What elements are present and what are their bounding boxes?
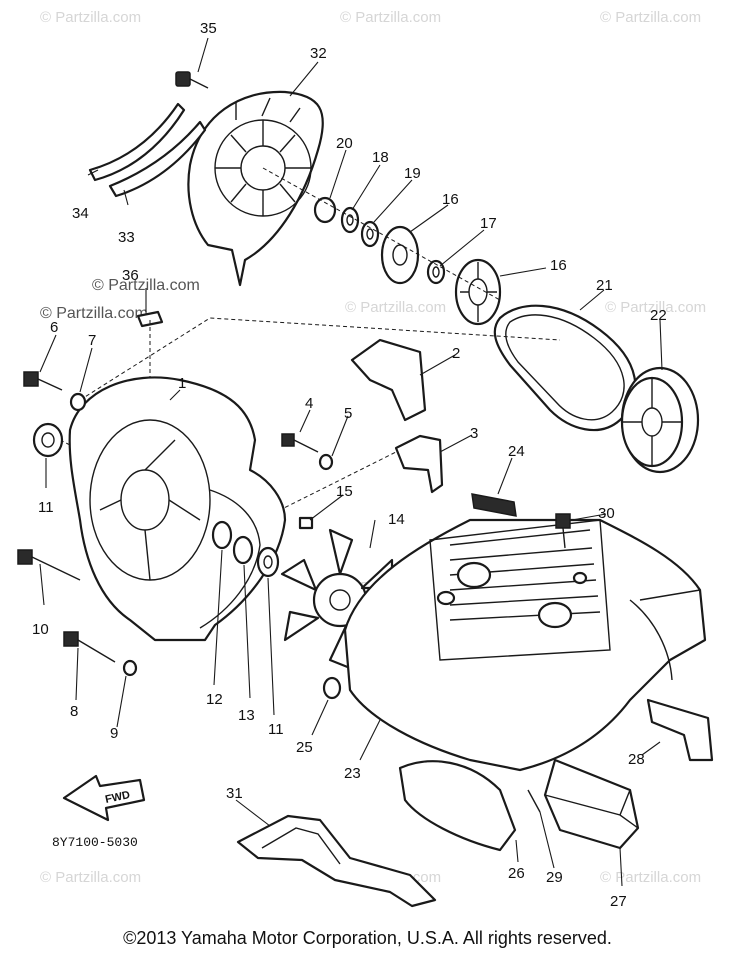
callout-4: 4 bbox=[305, 395, 313, 412]
callout-15: 15 bbox=[336, 483, 353, 500]
callout-10: 10 bbox=[32, 621, 49, 638]
part-2-bracket bbox=[350, 338, 427, 422]
part-7-washer bbox=[69, 392, 87, 412]
part-32-outer-cover bbox=[187, 90, 324, 287]
part-20-collar bbox=[313, 196, 337, 224]
part-28-bracket bbox=[646, 698, 714, 762]
callout-20: 20 bbox=[336, 135, 353, 152]
watermark: © Partzilla.com bbox=[605, 299, 706, 316]
part-36-clip bbox=[136, 310, 164, 328]
part-9-washer bbox=[122, 659, 138, 677]
watermark: © Partzilla.com bbox=[345, 299, 446, 316]
callout-14: 14 bbox=[388, 511, 405, 528]
watermark: © Partzilla.com bbox=[40, 9, 141, 26]
callout-22: 22 bbox=[650, 307, 667, 324]
callout-34: 34 bbox=[72, 205, 89, 222]
part-17-washer bbox=[426, 259, 446, 285]
callout-16: 16 bbox=[550, 257, 567, 274]
callout-11: 11 bbox=[38, 499, 54, 516]
watermark: © Partzilla.com bbox=[40, 305, 148, 322]
part-27-cover bbox=[543, 758, 640, 850]
watermark: © Partzilla.com bbox=[340, 9, 441, 26]
fwd-arrow-icon: FWD bbox=[62, 774, 146, 822]
callout-1: 1 bbox=[178, 375, 186, 392]
callout-2: 2 bbox=[452, 345, 460, 362]
part-21-belt bbox=[493, 304, 637, 432]
callout-33: 33 bbox=[118, 229, 135, 246]
part-5-washer bbox=[318, 453, 334, 471]
callout-9: 9 bbox=[110, 725, 118, 742]
callout-30: 30 bbox=[598, 505, 615, 522]
callout-27: 27 bbox=[610, 893, 627, 910]
callout-19: 19 bbox=[404, 165, 421, 182]
part-13-ring bbox=[232, 535, 254, 565]
callout-35: 35 bbox=[200, 20, 217, 37]
callout-21: 21 bbox=[596, 277, 613, 294]
callout-13: 13 bbox=[238, 707, 255, 724]
part-1-housing bbox=[68, 376, 287, 642]
part-8-bolt bbox=[63, 631, 116, 663]
part-15-nut bbox=[298, 516, 314, 530]
watermark: © Partzilla.com bbox=[92, 277, 200, 294]
part-24-label bbox=[471, 493, 517, 517]
callout-17: 17 bbox=[480, 215, 497, 232]
callout-3: 3 bbox=[470, 425, 478, 442]
part-31-plate bbox=[236, 814, 437, 908]
svg-text:FWD: FWD bbox=[104, 789, 131, 806]
part-11-seal bbox=[256, 546, 280, 578]
callout-31: 31 bbox=[226, 785, 243, 802]
callout-29: 29 bbox=[546, 869, 563, 886]
watermark: © Partzilla.com bbox=[40, 869, 141, 886]
part-22-pulley bbox=[620, 366, 700, 474]
callout-16: 16 bbox=[442, 191, 459, 208]
callout-6: 6 bbox=[50, 319, 58, 336]
part-19-washer bbox=[360, 220, 380, 248]
part-25-grommet bbox=[322, 676, 342, 700]
part-3-bracket bbox=[394, 434, 444, 494]
callout-28: 28 bbox=[628, 751, 645, 768]
callout-23: 23 bbox=[344, 765, 361, 782]
callout-11: 11 bbox=[268, 721, 284, 738]
callout-5: 5 bbox=[344, 405, 352, 422]
watermark: © Partzilla.com bbox=[600, 869, 701, 886]
callout-25: 25 bbox=[296, 739, 313, 756]
callout-12: 12 bbox=[206, 691, 223, 708]
part-33-strip bbox=[108, 120, 207, 198]
part-11-seal bbox=[32, 422, 64, 458]
callout-36: 36 bbox=[122, 267, 139, 284]
part-23-shroud bbox=[343, 518, 707, 772]
callout-24: 24 bbox=[508, 443, 525, 460]
watermark: © Partzilla.com bbox=[600, 9, 701, 26]
part-29-pin bbox=[527, 789, 541, 813]
callout-26: 26 bbox=[508, 865, 525, 882]
callout-8: 8 bbox=[70, 703, 78, 720]
part-4-bolt bbox=[281, 433, 319, 453]
diagram-code: 8Y7100-5030 bbox=[52, 835, 138, 850]
part-6-bolt bbox=[23, 371, 63, 391]
part-34-strip bbox=[88, 102, 186, 182]
part-10-bolt bbox=[17, 549, 81, 581]
copyright-notice: ©2013 Yamaha Motor Corporation, U.S.A. A… bbox=[123, 928, 612, 948]
part-16-sheave bbox=[454, 258, 502, 326]
callout-7: 7 bbox=[88, 332, 96, 349]
callout-32: 32 bbox=[310, 45, 327, 62]
part-12-ring bbox=[211, 520, 233, 550]
part-30-bolt bbox=[555, 513, 571, 549]
part-16-sheave bbox=[380, 225, 420, 285]
callout-18: 18 bbox=[372, 149, 389, 166]
part-26-panel bbox=[398, 760, 517, 852]
part-35-bolt bbox=[175, 71, 209, 89]
